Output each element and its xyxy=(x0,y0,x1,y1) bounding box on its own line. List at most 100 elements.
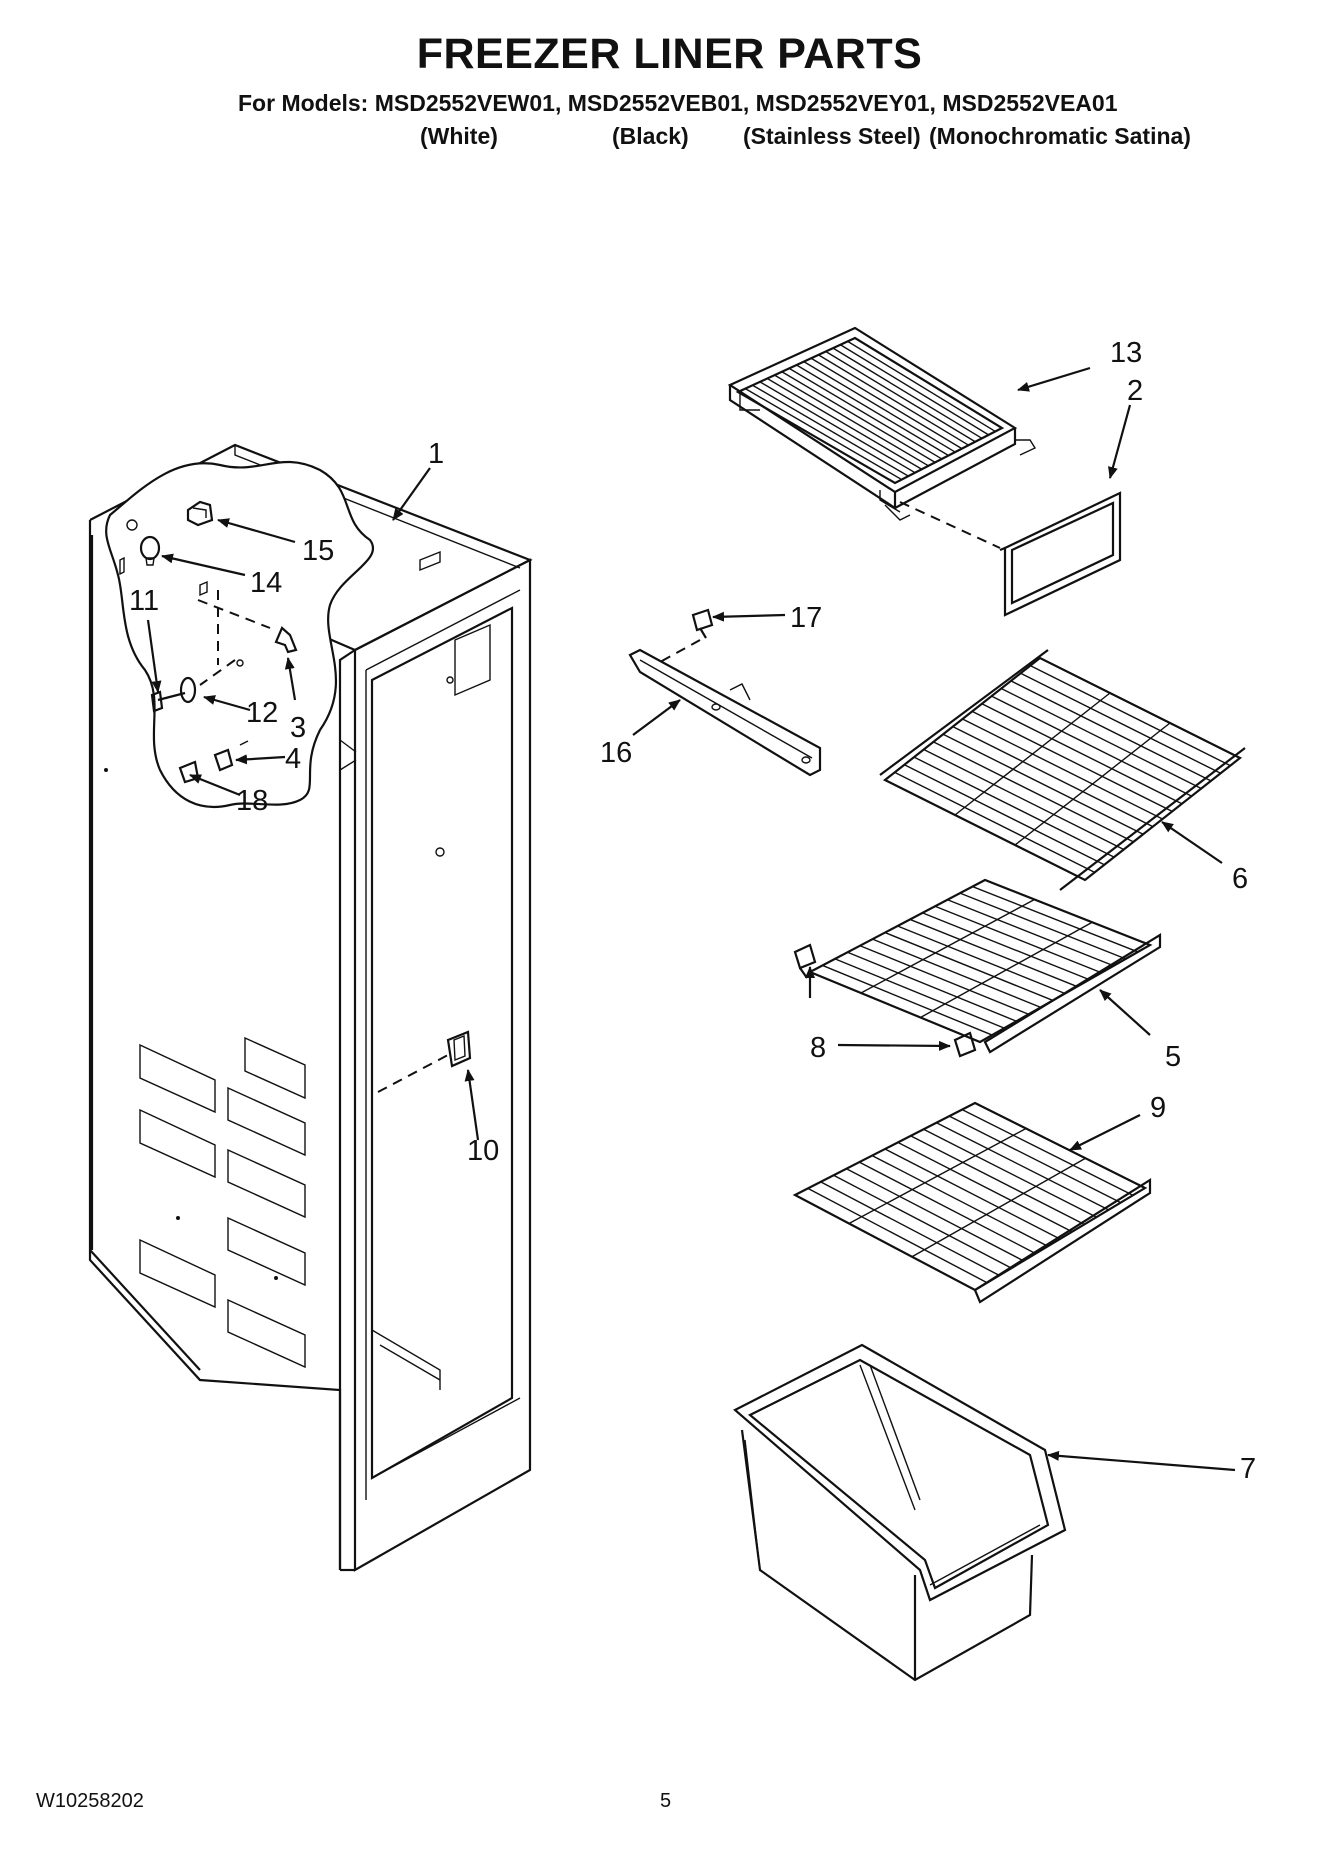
wire-rod xyxy=(910,1135,1085,1226)
wire-rod xyxy=(904,764,1105,866)
wire-rod xyxy=(807,1187,988,1284)
wire-rod xyxy=(894,771,1096,874)
wire-rod xyxy=(933,741,1134,843)
part-17-screw xyxy=(659,608,714,663)
wire-rod xyxy=(1010,680,1212,782)
wire-rod xyxy=(913,756,1115,858)
wire-rod xyxy=(781,371,936,463)
part-13-shelf xyxy=(727,326,1037,521)
callout-11: 11 xyxy=(129,585,159,617)
page-number: 5 xyxy=(660,1790,672,1812)
wire-rod xyxy=(832,347,983,439)
wire-rod xyxy=(922,912,1090,981)
wire-rod xyxy=(961,1108,1134,1196)
wire-rod xyxy=(859,945,1029,1015)
detail-bubble xyxy=(105,460,374,809)
wire-rod xyxy=(923,748,1125,851)
callout-17: 17 xyxy=(790,602,822,634)
callout-10: 10 xyxy=(467,1135,499,1167)
wire-rod xyxy=(847,951,1017,1022)
wire-rod xyxy=(962,718,1163,820)
wire-rod xyxy=(872,938,1041,1009)
wire-rod xyxy=(871,1154,1049,1247)
callout-6: 6 xyxy=(1232,863,1248,895)
callout-2: 2 xyxy=(1127,375,1143,407)
part-10-bracket xyxy=(377,1030,472,1093)
wire-rod xyxy=(825,350,976,443)
part-7-bin xyxy=(733,1343,1067,1682)
wire-rod xyxy=(897,925,1066,995)
wire-cross-bar xyxy=(1014,722,1171,846)
wire-cross-bar xyxy=(920,921,1093,1019)
wire-rod xyxy=(952,725,1154,828)
callout-7: 7 xyxy=(1240,1453,1256,1485)
callout-labels: 1 2 3 4 5 6 7 8 9 10 11 12 13 14 15 16 1… xyxy=(129,337,1256,1485)
part-9-wire-shelf xyxy=(792,1101,1152,1304)
variant-black: (Black) xyxy=(612,123,689,149)
page-title: FREEZER LINER PARTS xyxy=(416,30,923,78)
wire-cross-bar xyxy=(954,692,1111,816)
callout-8: 8 xyxy=(810,1032,826,1064)
wire-rod xyxy=(972,885,1139,953)
wire-rod xyxy=(884,1148,1061,1240)
wire-rod xyxy=(959,892,1126,960)
wire-rod xyxy=(796,364,949,457)
wire-rod xyxy=(774,374,929,467)
wire-rod xyxy=(1029,664,1231,767)
wire-rod xyxy=(948,1115,1122,1204)
part-16-rail xyxy=(628,648,822,777)
wire-rod xyxy=(947,899,1114,967)
callout-14: 14 xyxy=(250,567,282,599)
wire-rod xyxy=(820,1181,1000,1277)
wire-rod xyxy=(909,918,1078,988)
variant-stainless: (Stainless Steel) xyxy=(743,123,921,149)
wire-rod xyxy=(934,905,1102,974)
document-number: W10258202 xyxy=(36,1790,144,1812)
wire-rod xyxy=(833,1174,1012,1269)
wire-rod xyxy=(840,344,989,436)
part-5-wire-shelf xyxy=(807,878,1162,1054)
wire-cross-bar xyxy=(848,1127,1027,1225)
wire-rod xyxy=(752,384,909,477)
wire-rod xyxy=(981,703,1183,805)
wire-rod xyxy=(744,388,903,481)
wire-rod xyxy=(971,710,1173,813)
callout-4: 4 xyxy=(285,743,301,775)
callout-5: 5 xyxy=(1165,1041,1181,1073)
wire-rod xyxy=(923,1128,1097,1218)
wire-rod xyxy=(936,1122,1109,1211)
part-6-wire-shelf xyxy=(879,649,1246,891)
callout-1: 1 xyxy=(428,438,444,470)
part-2-trim xyxy=(899,491,1122,617)
callout-12: 12 xyxy=(246,697,278,729)
callout-3: 3 xyxy=(290,712,306,744)
wire-rod xyxy=(759,381,916,474)
wire-rod xyxy=(788,367,943,460)
variant-white: (White) xyxy=(420,123,498,149)
wire-rod xyxy=(803,361,956,453)
callout-16: 16 xyxy=(600,737,632,769)
wire-rod xyxy=(1020,672,1221,774)
callout-15: 15 xyxy=(302,535,334,567)
wire-rod xyxy=(1000,687,1202,790)
callout-13: 13 xyxy=(1110,337,1142,369)
wire-rod xyxy=(991,695,1192,797)
wire-cross-bar xyxy=(911,1157,1086,1258)
callout-18: 18 xyxy=(236,785,268,817)
wire-rod xyxy=(810,357,963,450)
wire-rod xyxy=(834,958,1005,1029)
wire-rod xyxy=(822,964,993,1036)
wire-rod xyxy=(858,1161,1037,1255)
wire-rod xyxy=(897,1141,1073,1233)
wire-rod xyxy=(818,354,969,446)
wire-rod xyxy=(884,931,1054,1002)
wire-rod xyxy=(942,733,1144,835)
wire-rod xyxy=(847,340,996,433)
wire-rod xyxy=(766,377,923,470)
leader-lines xyxy=(146,366,1236,1472)
wire-rod xyxy=(846,1168,1024,1262)
callout-9: 9 xyxy=(1150,1092,1166,1124)
wire-cross-bar xyxy=(860,898,1035,994)
models-line: For Models: MSD2552VEW01, MSD2552VEB01, … xyxy=(238,90,1118,116)
